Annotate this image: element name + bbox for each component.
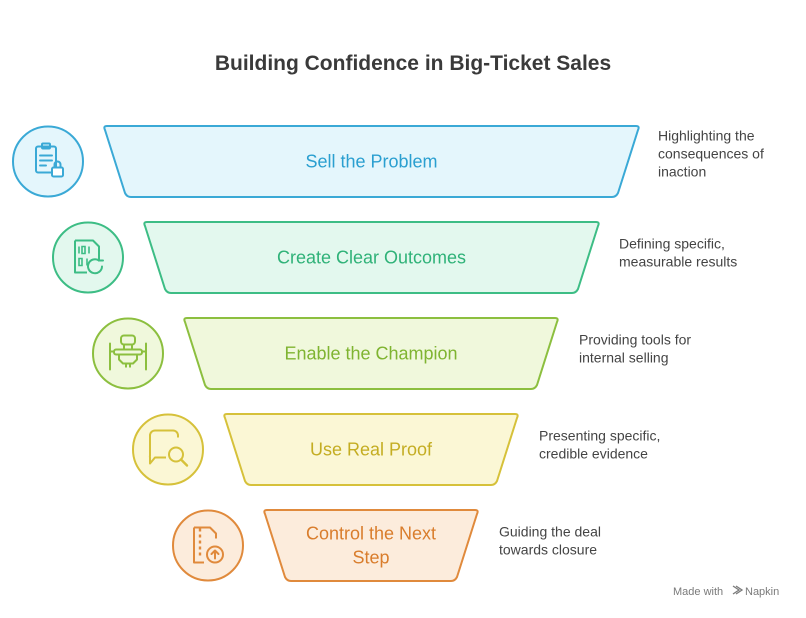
zipper-file-upload-icon bbox=[172, 509, 244, 582]
funnel-stage: Use Real Proof Presenting specific, credib… bbox=[132, 413, 660, 486]
stage-label-line: Create Clear Outcomes bbox=[277, 248, 466, 268]
clipboard-lock-icon bbox=[12, 125, 84, 198]
napkin-logo-icon bbox=[732, 585, 744, 595]
footer-brand: Napkin bbox=[745, 586, 779, 598]
stage-description: Presenting specific, credible evidence bbox=[539, 428, 660, 462]
stage-description: Highlighting the consequences of inaction bbox=[658, 128, 764, 180]
stage-label: Enable the Champion bbox=[284, 344, 457, 364]
stage-label: Create Clear Outcomes bbox=[277, 248, 466, 268]
stage-description-line: inaction bbox=[658, 164, 706, 180]
stage-label-line: Sell the Problem bbox=[305, 152, 437, 172]
stage-description-line: Providing tools for bbox=[579, 332, 691, 348]
footer-attribution: Made with Napkin bbox=[673, 585, 779, 598]
binary-file-refresh-icon bbox=[52, 221, 124, 294]
stage-description-line: internal selling bbox=[579, 350, 669, 366]
funnel-band bbox=[103, 125, 640, 198]
page-title: Building Confidence in Big-Ticket Sales bbox=[215, 52, 611, 75]
stage-label: Use Real Proof bbox=[310, 440, 433, 460]
stage-label-line: Control the Next bbox=[306, 524, 436, 544]
stage-description-line: Presenting specific, bbox=[539, 428, 660, 444]
funnel-stage: Sell the Problem Highlighting the conseque… bbox=[12, 125, 764, 198]
stage-description-line: measurable results bbox=[619, 254, 737, 270]
stage-description-line: consequences of bbox=[658, 146, 764, 162]
seat-icon bbox=[92, 317, 164, 390]
stage-label-line: Enable the Champion bbox=[284, 344, 457, 364]
funnel-band bbox=[223, 413, 519, 486]
footer-made-with: Made with bbox=[673, 586, 723, 598]
speech-bubble-search-icon bbox=[132, 413, 204, 486]
stage-label-line: Step bbox=[352, 548, 389, 568]
funnel-band bbox=[183, 317, 559, 390]
stage-description-line: towards closure bbox=[499, 542, 597, 558]
stage-label: Sell the Problem bbox=[305, 152, 437, 172]
stage-description-line: Guiding the deal bbox=[499, 524, 601, 540]
stage-description-line: credible evidence bbox=[539, 446, 648, 462]
funnel-stages: Sell the Problem Highlighting the conseque… bbox=[12, 125, 764, 582]
stage-description-line: Defining specific, bbox=[619, 236, 725, 252]
stage-description: Defining specific, measurable results bbox=[619, 236, 737, 270]
funnel-band bbox=[143, 221, 600, 294]
stage-label-line: Use Real Proof bbox=[310, 440, 433, 460]
funnel-stage: Enable the Champion Providing tools for in… bbox=[92, 317, 691, 390]
funnel-band bbox=[263, 509, 479, 582]
funnel-stage: Create Clear Outcomes Defining specific, m… bbox=[52, 221, 737, 294]
stage-description-line: Highlighting the bbox=[658, 128, 755, 144]
stage-description: Guiding the deal towards closure bbox=[499, 524, 601, 558]
stage-description: Providing tools for internal selling bbox=[579, 332, 691, 366]
